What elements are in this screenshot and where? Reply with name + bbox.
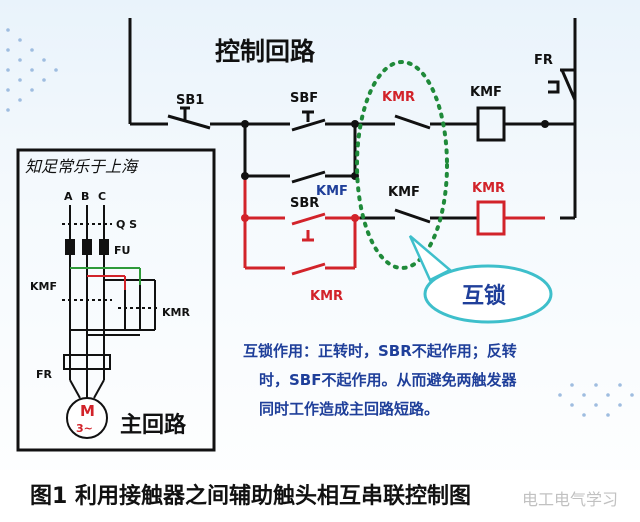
- control-circuit-title: 控制回路: [215, 37, 316, 66]
- kmf-main-label: KMF: [30, 280, 57, 293]
- interlock-label: 互锁: [462, 283, 506, 309]
- qs-label: Q S: [116, 218, 137, 231]
- phase-a-label: A: [64, 190, 73, 203]
- main-circuit-box: [16, 148, 216, 452]
- main-circuit-wiring: [62, 205, 160, 399]
- dot-pattern-right: [558, 383, 634, 417]
- interlock-callout: 互锁: [408, 235, 553, 324]
- sb1-label: SB1: [176, 93, 204, 108]
- kmr-coil-label: KMR: [472, 181, 505, 196]
- main-circuit-title: 主回路: [120, 412, 187, 438]
- kmf-interlock-label: KMF: [388, 185, 420, 200]
- sbr-label: SBR: [290, 196, 319, 211]
- phase-c-label: C: [98, 190, 106, 203]
- kmf-coil-label: KMF: [470, 85, 502, 100]
- motor-m-label: M: [80, 402, 95, 420]
- fr-main-label: FR: [36, 368, 53, 381]
- fr-control-label: FR: [534, 53, 553, 68]
- note-line-1: 互锁作用：正转时，SBR不起作用；反转: [243, 342, 517, 360]
- junction-dots: [241, 120, 549, 180]
- fu-label: FU: [114, 244, 130, 257]
- control-wiring-black: [128, 18, 577, 220]
- sbf-label: SBF: [290, 91, 318, 106]
- kmf-holding-label: KMF: [316, 184, 348, 199]
- phase-b-label: B: [81, 190, 89, 203]
- kmr-main-label: KMR: [162, 306, 190, 319]
- watermark-top: 知足常乐于上海: [25, 157, 139, 176]
- motor-icon: [66, 397, 108, 439]
- motor-phase-label: 3~: [76, 422, 93, 435]
- note-line-3: 同时工作造成主回路短路。: [259, 400, 439, 418]
- figure-caption: 图1 利用接触器之间辅助触头相互串联控制图: [30, 483, 471, 509]
- kmf-interlock-contact: [360, 208, 478, 224]
- kmr-interlock-label: KMR: [382, 90, 415, 105]
- kmr-holding-label: KMR: [310, 289, 343, 304]
- watermark-bottom: 电工电气学习: [522, 490, 618, 509]
- interlock-note: 互锁作用：正转时，SBR不起作用；反转 时，SBF不起作用。从而避免两触发器 同…: [243, 342, 517, 418]
- control-wiring-red: [243, 176, 545, 276]
- note-line-2: 时，SBF不起作用。从而避免两触发器: [259, 371, 517, 389]
- dot-pattern-left: [6, 28, 58, 112]
- interlock-highlight-ellipse: [355, 60, 449, 270]
